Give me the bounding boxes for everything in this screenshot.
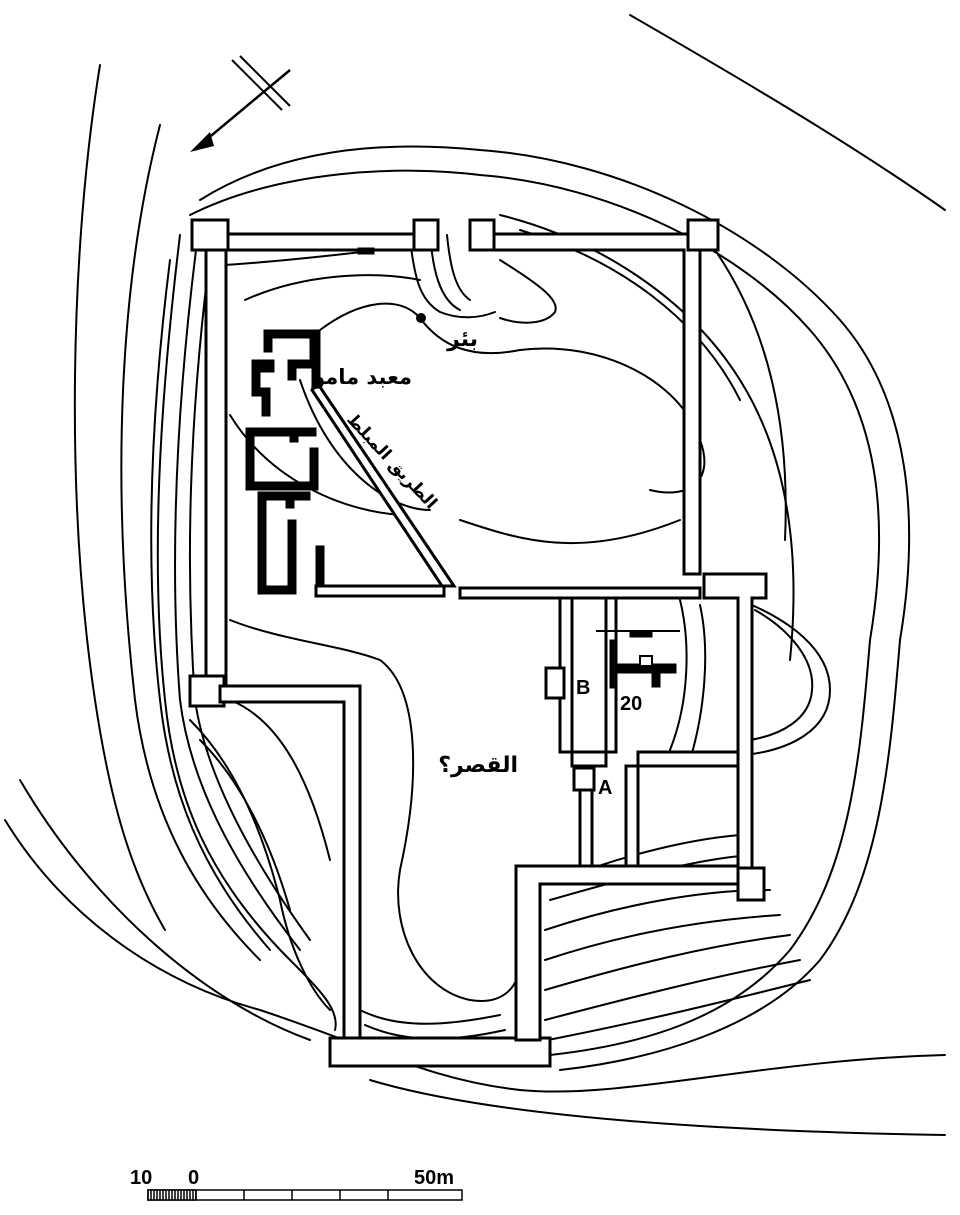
label-gate-b: B <box>576 677 590 699</box>
scale-label-0: 0 <box>188 1167 199 1189</box>
label-building-20: 20 <box>620 693 642 715</box>
north-arrow-icon <box>190 55 291 152</box>
enclosure-walls <box>188 218 768 1068</box>
well-marker-icon <box>416 313 426 323</box>
scale-label-50m: 50m <box>414 1167 454 1189</box>
label-palace: القصر؟ <box>438 753 518 778</box>
contour-lines <box>4 14 946 1136</box>
scale-bar: 10 0 50m <box>130 1167 463 1201</box>
scale-label-10: 10 <box>130 1167 152 1189</box>
label-temple: معبد مامو <box>311 365 412 389</box>
label-well: بئر <box>446 327 478 352</box>
label-gate-a: A <box>598 777 612 799</box>
temple-of-mamu <box>245 247 375 595</box>
building-20 <box>596 630 680 689</box>
